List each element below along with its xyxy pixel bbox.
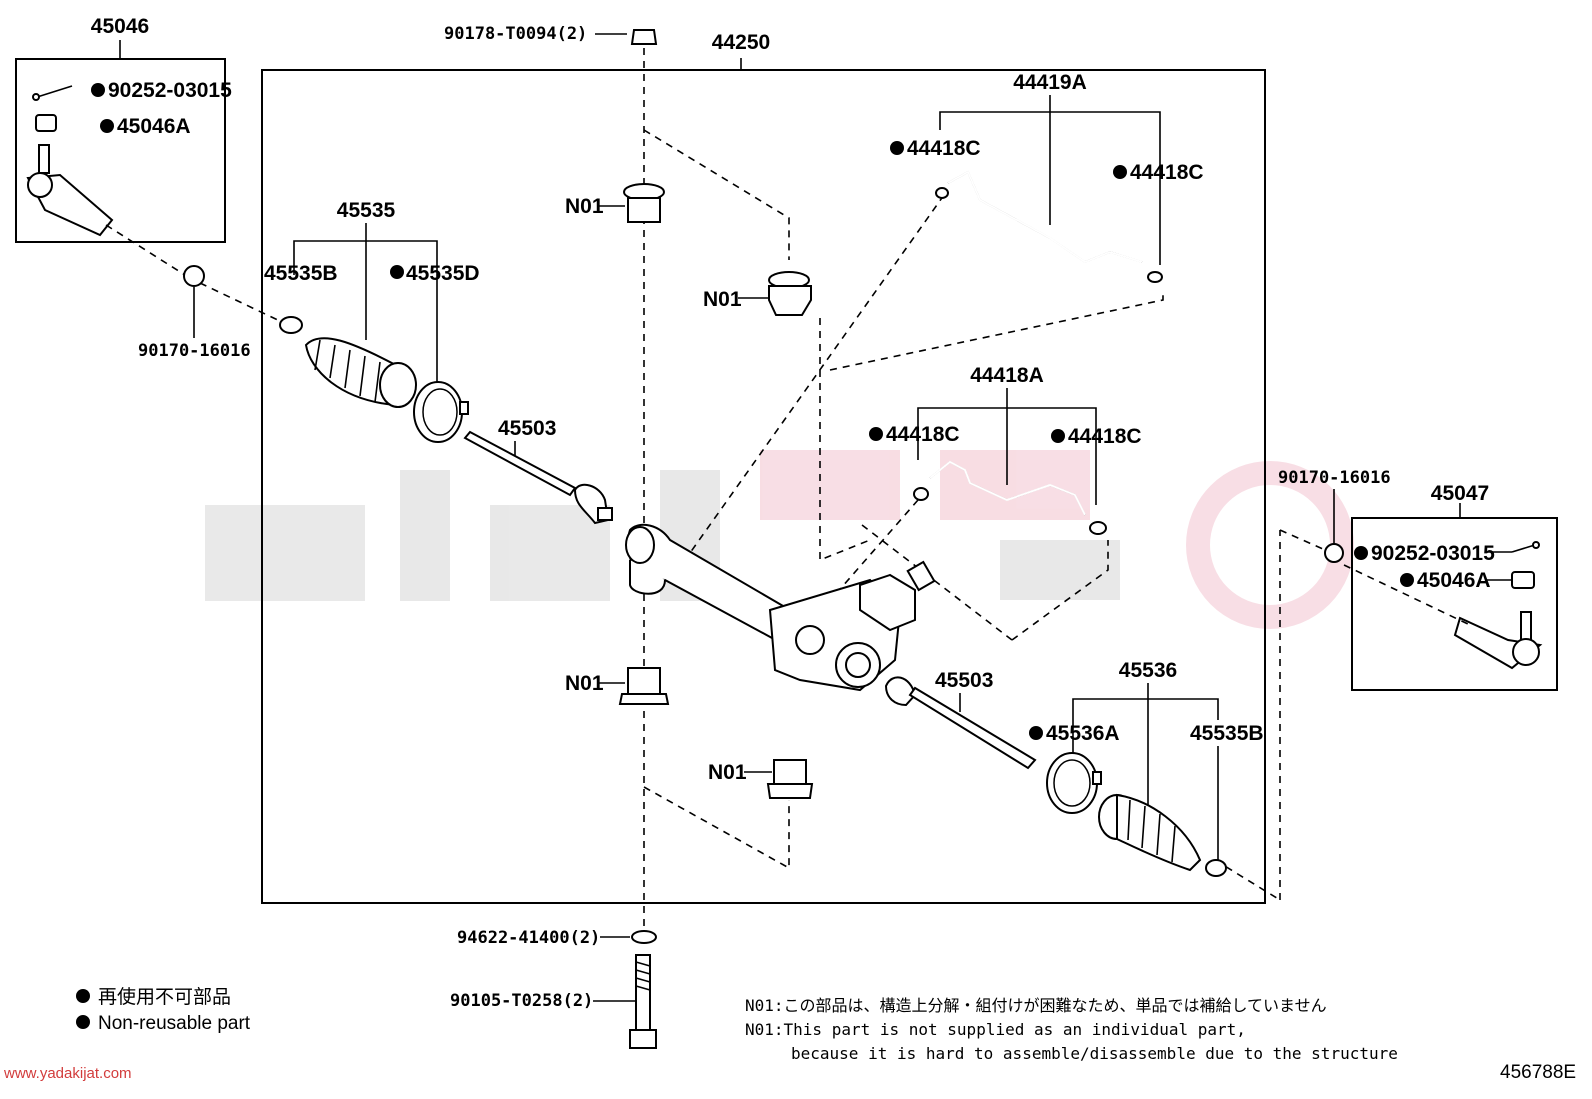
website-watermark[interactable]: www.yadakijat.com [3,1065,132,1082]
note-line-3: because it is hard to assemble/disassemb… [791,1044,1398,1063]
nut-left-label: 90170-16016 [138,341,251,361]
rod-left-label: 45503 [498,417,556,440]
left-tie-rod-end-icon [26,144,114,237]
castle-nut-icon [1511,571,1535,589]
tube-lower-label: 44418A [970,364,1044,387]
tube-upper-label: 44419A [1013,71,1087,94]
grommet-2-label: N01 [703,288,742,311]
rod-right-label: 45503 [935,669,993,692]
assembly-box [261,69,1266,904]
right-cotter-pin-label: 90252-03015 [1371,542,1495,565]
clip-right-icon [1046,752,1102,814]
oring-ul-label: 44418C [907,137,981,160]
left-cotter-pin-label: 90252-03015 [108,79,232,102]
oring-lr-label: 44418C [1068,425,1142,448]
washer-label: 94622-41400(2) [457,928,600,948]
nut-right-icon [1324,543,1344,563]
grommet-2-icon [768,271,812,316]
watermark-logo [205,450,1354,629]
oring-ur-label: 44418C [1130,161,1204,184]
legend-jp: 再使用不可部品 [98,986,231,1008]
grommet-1-label: N01 [565,195,604,218]
tube-lower-icon [913,460,1107,535]
top-bolt-icon [630,29,658,45]
diagram-id: 456788E [1500,1062,1576,1083]
cotter-pin-icon [32,85,73,101]
right-tie-end-box [1351,517,1558,691]
top-bolt-label: 90178-T0094(2) [444,24,587,44]
clamp-left-icon [279,316,303,334]
right-tie-rod-end-icon [1453,611,1543,670]
right-tie-end-number: 45047 [1431,482,1489,505]
clamp-left-label: 45535B [264,262,338,285]
oring-ll-label: 44418C [886,423,960,446]
note-line-2: N01:This part is not supplied as an indi… [745,1020,1246,1039]
boot-right-label: 45536 [1119,659,1177,682]
rack-housing-icon [625,523,936,692]
note-line-1: N01:この部品は、構造上分解・組付けが困難なため、単品では補給していません [745,996,1327,1015]
rod-left-icon [463,430,613,525]
boot-left-icon [304,337,417,408]
cotter-pin-icon [1486,541,1540,553]
clamp-right-label: 45535B [1190,722,1264,745]
left-tie-end-number: 45046 [91,15,149,38]
boot-right-icon [1098,793,1202,872]
grommet-1-icon [623,183,665,223]
boot-left-label: 45535 [337,199,396,222]
tube-upper-icon [935,170,1163,283]
clamp-right-icon [1205,859,1227,877]
bolt-label: 90105-T0258(2) [450,991,593,1011]
nut-right-label: 90170-16016 [1278,468,1391,488]
clip-left-icon [413,381,469,443]
rod-right-icon [884,676,1037,770]
legend-en: Non-reusable part [98,1013,251,1034]
washer-icon [631,930,657,944]
castle-nut-icon [35,114,57,132]
clip-left-label: 45535D [406,262,480,285]
nut-left-icon [183,265,205,287]
left-nut-label: 45046A [117,115,191,138]
right-nut-label: 45046A [1417,569,1491,592]
grommet-3-icon [618,667,670,705]
clip-right-label: 45536A [1046,722,1120,745]
grommet-3-label: N01 [565,672,604,695]
assembly-number: 44250 [712,31,770,54]
bolt-icon [629,954,657,1049]
grommet-4-icon [766,759,814,799]
grommet-4-label: N01 [708,761,747,784]
